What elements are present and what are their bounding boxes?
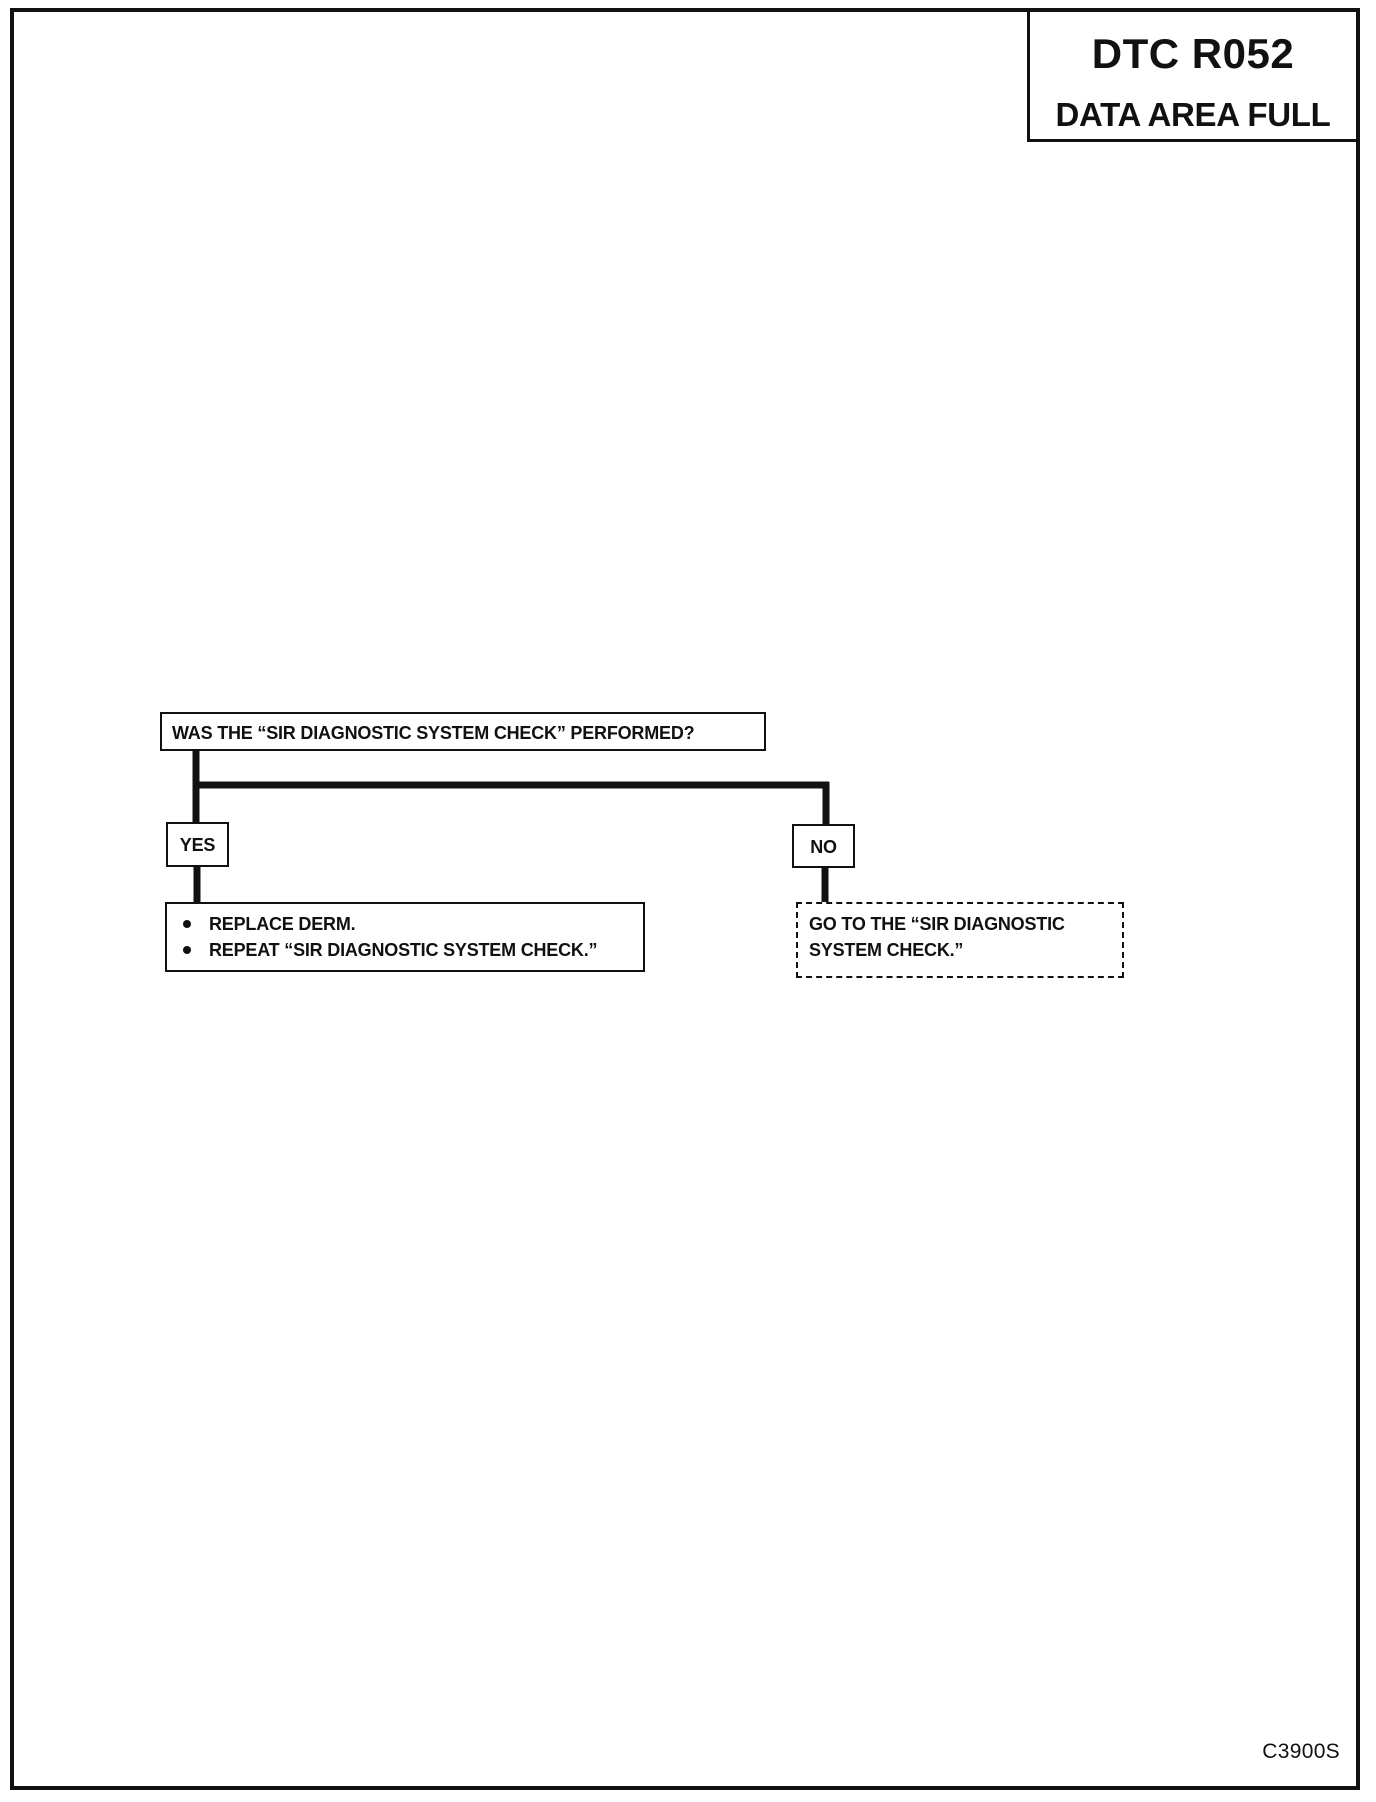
no-action-text: GO TO THE “SIR DIAGNOSTIC	[809, 914, 1065, 934]
dtc-description: DATA AREA FULL	[1055, 96, 1331, 133]
yes-action-text: REPLACE DERM.	[209, 914, 356, 934]
yes-action-text: REPEAT “SIR DIAGNOSTIC SYSTEM CHECK.”	[209, 940, 598, 960]
dtc-code: DTC R052	[1091, 30, 1295, 77]
yes-action-item: REPEAT “SIR DIAGNOSTIC SYSTEM CHECK.”	[179, 937, 643, 963]
bullet-icon	[183, 946, 191, 954]
question-box: WAS THE “SIR DIAGNOSTIC SYSTEM CHECK” PE…	[160, 712, 766, 751]
yes-label-box: YES	[166, 822, 229, 867]
no-label-box: NO	[792, 824, 855, 868]
page-frame	[10, 8, 1360, 1790]
bullet-icon	[183, 920, 191, 928]
no-action-box: GO TO THE “SIR DIAGNOSTIC SYSTEM CHECK.”	[796, 902, 1124, 978]
figure-code: C3900S	[1262, 1740, 1340, 1763]
yes-action-box: REPLACE DERM. REPEAT “SIR DIAGNOSTIC SYS…	[165, 902, 645, 972]
yes-action-item: REPLACE DERM.	[179, 911, 643, 937]
no-action-text: SYSTEM CHECK.”	[809, 940, 964, 960]
title-box: DTC R052 DATA AREA FULL	[1027, 8, 1360, 142]
